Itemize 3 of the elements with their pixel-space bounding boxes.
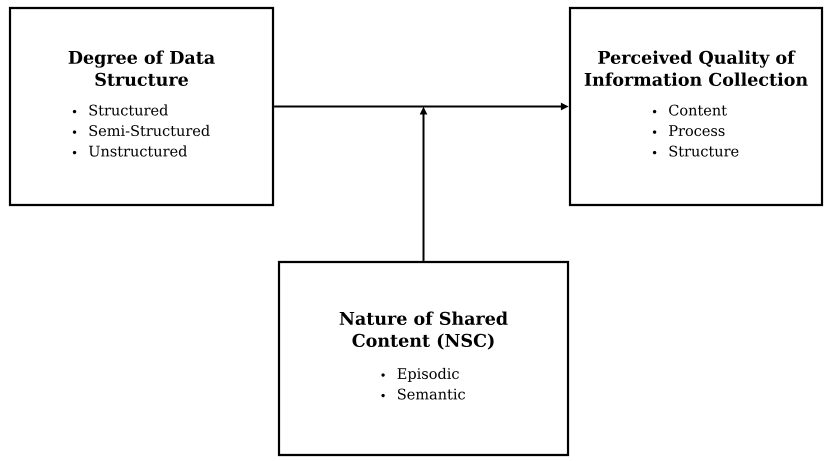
concept-box: Nature of Shared Content (NSC) Episodic Semantic	[278, 260, 570, 456]
concept-box: Degree of Data Structure Structured Semi-Structured Unstructured	[8, 6, 274, 206]
concept-box: Perceived Quality of Information Collection Content Process Structure	[568, 6, 824, 206]
